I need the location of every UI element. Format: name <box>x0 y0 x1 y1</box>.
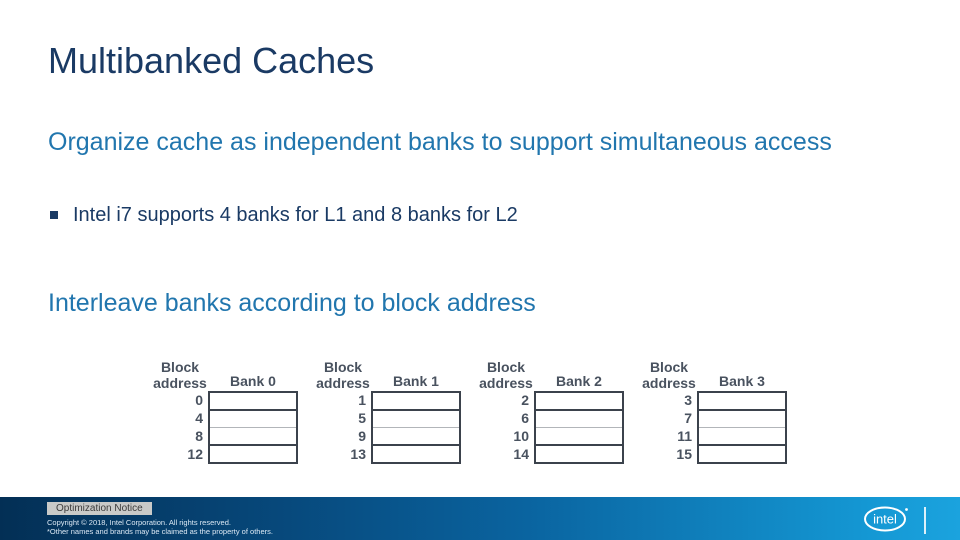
block-address-value: 1 <box>358 392 366 408</box>
block-address-value: 10 <box>513 428 529 444</box>
bank-row <box>373 444 459 462</box>
block-address-label: Block address <box>152 355 208 391</box>
copyright-line-1: Copyright © 2018, Intel Corporation. All… <box>47 518 231 527</box>
square-bullet-icon <box>50 211 58 219</box>
block-address-value: 14 <box>513 446 529 462</box>
block-label-line2: address <box>316 375 370 391</box>
block-label-line1: Block <box>323 359 363 375</box>
optimization-notice-badge: Optimization Notice <box>47 502 152 515</box>
bank-row <box>699 409 785 427</box>
bank-row <box>373 409 459 427</box>
bank-row <box>536 409 622 427</box>
intel-logo-text: intel <box>873 512 897 527</box>
bank-name-label: Bank 2 <box>556 373 602 389</box>
block-label-line1: Block <box>160 359 200 375</box>
block-address-value: 13 <box>350 446 366 462</box>
block-address-value: 4 <box>195 410 203 426</box>
bank-row <box>699 427 785 444</box>
block-address-value: 11 <box>677 428 692 444</box>
block-label-line1: Block <box>486 359 526 375</box>
bank-row <box>536 393 622 409</box>
block-label-line2: address <box>479 375 533 391</box>
block-address-column: 2 6 10 14 <box>478 391 534 464</box>
block-address-value: 9 <box>358 428 366 444</box>
intel-logo-icon: intel <box>864 506 908 532</box>
bullet-item-text: Intel i7 supports 4 banks for L1 and 8 b… <box>73 204 518 226</box>
bank-row <box>210 427 296 444</box>
bank-row <box>373 393 459 409</box>
block-address-value: 6 <box>521 410 529 426</box>
bank-table <box>371 391 461 464</box>
bank-name-label: Bank 3 <box>719 373 765 389</box>
block-address-column: 3 7 11 15 <box>641 391 697 464</box>
bank-table <box>534 391 624 464</box>
bank-row <box>536 427 622 444</box>
footer-bar: Optimization Notice Copyright © 2018, In… <box>0 497 960 540</box>
block-label-line1: Block <box>649 359 689 375</box>
bank-group: Block address Bank 2 2 6 10 14 <box>478 355 624 464</box>
bank-group: Block address Bank 3 3 7 11 15 <box>641 355 787 464</box>
bank-row <box>373 427 459 444</box>
bank-table <box>697 391 787 464</box>
footer-divider-line <box>924 507 926 534</box>
heading-organize-cache: Organize cache as independent banks to s… <box>48 128 832 156</box>
block-address-label: Block address <box>641 355 697 391</box>
bank-row <box>210 409 296 427</box>
bank-group: Block address Bank 0 0 4 8 12 <box>152 355 298 464</box>
block-label-line2: address <box>153 375 207 391</box>
bank-name-label: Bank 0 <box>230 373 276 389</box>
bank-table <box>208 391 298 464</box>
bank-row <box>210 444 296 462</box>
block-address-value: 8 <box>195 428 203 444</box>
block-label-line2: address <box>642 375 696 391</box>
bank-row <box>699 393 785 409</box>
block-address-value: 12 <box>187 446 203 462</box>
copyright-text: Copyright © 2018, Intel Corporation. All… <box>47 518 273 536</box>
bank-row <box>699 444 785 462</box>
block-address-value: 0 <box>195 392 203 408</box>
block-address-value: 2 <box>521 392 529 408</box>
block-address-column: 0 4 8 12 <box>152 391 208 464</box>
slide-title: Multibanked Caches <box>48 40 375 81</box>
block-address-label: Block address <box>315 355 371 391</box>
bank-group: Block address Bank 1 1 5 9 13 <box>315 355 461 464</box>
bullet-item-intel-i7: Intel i7 supports 4 banks for L1 and 8 b… <box>48 203 518 228</box>
bank-row <box>536 444 622 462</box>
block-address-value: 3 <box>684 392 692 408</box>
bank-row <box>210 393 296 409</box>
copyright-line-2: *Other names and brands may be claimed a… <box>47 527 273 536</box>
bank-name-label: Bank 1 <box>393 373 439 389</box>
block-address-value: 7 <box>684 410 692 426</box>
heading-interleave-banks: Interleave banks according to block addr… <box>48 289 536 317</box>
block-address-column: 1 5 9 13 <box>315 391 371 464</box>
block-address-label: Block address <box>478 355 534 391</box>
block-address-value: 15 <box>676 446 692 462</box>
block-address-value: 5 <box>358 410 366 426</box>
